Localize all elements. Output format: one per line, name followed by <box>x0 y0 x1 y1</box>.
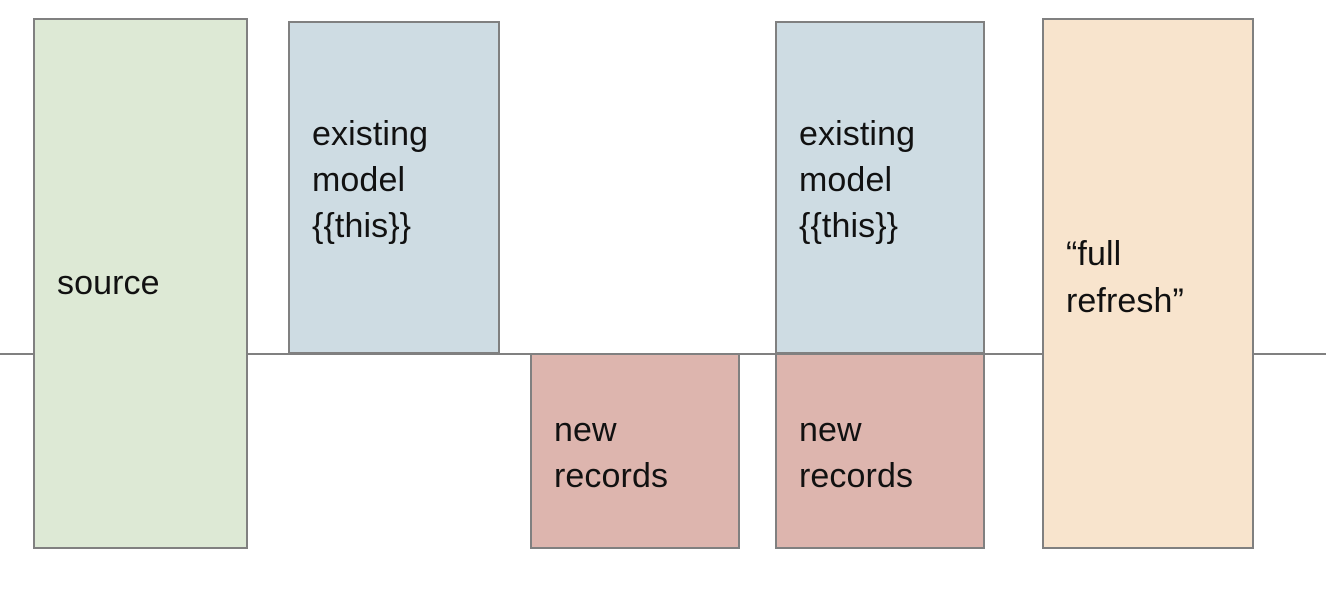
box-new-records-1-label: new records <box>554 410 669 495</box>
box-source-label: source <box>57 264 160 303</box>
box-existing-model-1-label: existing model {{this}} <box>312 115 429 246</box>
box-new-records-1[interactable]: new records <box>530 353 740 549</box>
box-existing-model-2[interactable]: existing model {{this}} <box>775 21 985 354</box>
box-new-records-2[interactable]: new records <box>775 353 985 549</box>
box-full-refresh-label: “full refresh” <box>1066 235 1184 320</box>
box-existing-model-1[interactable]: existing model {{this}} <box>288 21 500 354</box>
box-new-records-2-label: new records <box>799 410 914 495</box>
box-source[interactable]: source <box>33 18 248 549</box>
box-existing-model-2-label: existing model {{this}} <box>799 115 916 246</box>
box-full-refresh[interactable]: “full refresh” <box>1042 18 1254 549</box>
